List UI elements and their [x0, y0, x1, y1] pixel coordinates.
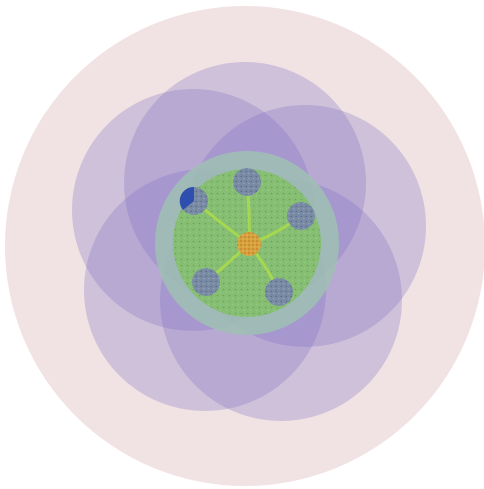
node-circle	[265, 278, 293, 306]
node-circle	[233, 168, 261, 196]
node-group	[179, 168, 315, 306]
center-hub	[237, 232, 261, 256]
node-circle	[192, 268, 220, 296]
node-highlight	[179, 186, 194, 210]
node-circle	[287, 202, 315, 230]
